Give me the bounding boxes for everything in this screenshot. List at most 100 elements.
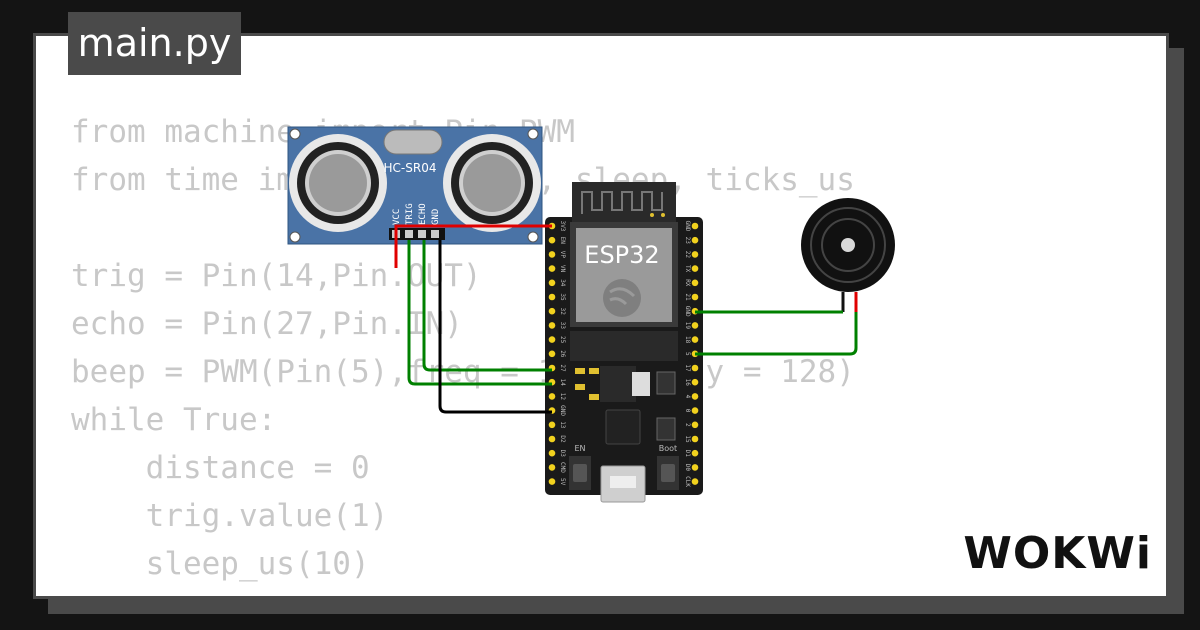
wire-buzzer-signal: [695, 312, 858, 356]
right-pin-label: 19: [684, 322, 691, 330]
left-pin-label: EN: [559, 237, 566, 245]
right-pin-label: RX: [684, 279, 691, 287]
code-line: trig.value(1): [71, 498, 389, 534]
right-pin-label: 22: [684, 251, 691, 259]
left-pin[interactable]: [548, 307, 556, 315]
left-pin-label: 33: [559, 322, 566, 330]
left-pin[interactable]: [548, 251, 556, 258]
left-pin[interactable]: [548, 435, 556, 443]
wires: [394, 224, 858, 414]
right-pin-label: 15: [684, 435, 691, 443]
left-pin-label: CMD: [559, 462, 566, 473]
right-pin-label: D1: [684, 450, 691, 458]
right-pin-label: D0: [684, 464, 691, 472]
left-pin-label: 35: [559, 293, 566, 301]
left-pin-label: VP: [559, 251, 566, 259]
right-pin[interactable]: [691, 222, 699, 230]
left-pin[interactable]: [548, 265, 556, 272]
esp32-board[interactable]: ESP32 EN Boot 3V3ENVPVN34353233252627141…: [545, 182, 703, 503]
right-pin-label: 5: [684, 352, 691, 356]
left-pin-label: 13: [559, 421, 566, 429]
right-pin[interactable]: [691, 421, 699, 429]
right-pin[interactable]: [691, 336, 699, 343]
esp32-label: ESP32: [584, 241, 659, 269]
wire-echo: [422, 240, 552, 372]
wokwi-logo: WOKWi: [963, 528, 1152, 579]
pin-label-echo: ECHO: [418, 203, 428, 225]
left-pin-label: 27: [559, 364, 566, 372]
left-pin-label: VN: [559, 265, 566, 273]
wire-gnd: [438, 240, 552, 414]
right-pin[interactable]: [691, 407, 699, 414]
right-pin-label: 0: [684, 409, 691, 413]
left-pin-label: D3: [559, 450, 566, 458]
buzzer[interactable]: [801, 198, 895, 312]
code-line: trig.value(0): [71, 588, 855, 596]
right-pin[interactable]: [691, 378, 699, 386]
right-pin[interactable]: [691, 236, 699, 244]
code-line: sleep_us(10): [71, 546, 370, 582]
right-pin[interactable]: [691, 265, 699, 272]
left-pin-label: 14: [559, 379, 566, 387]
code-line: distance = 0: [71, 450, 370, 486]
left-pin-label: 3V3: [559, 221, 566, 232]
right-pin[interactable]: [691, 435, 699, 443]
right-pin-label: 18: [684, 336, 691, 344]
left-pin[interactable]: [548, 293, 556, 301]
right-pin[interactable]: [691, 293, 699, 301]
right-pin-label: GND: [684, 221, 691, 232]
left-pin-label: 32: [559, 308, 566, 316]
boot-button-label: Boot: [659, 444, 677, 453]
code-line: while True:: [71, 402, 277, 438]
pin-label-vcc: VCC: [392, 209, 402, 225]
wire-vcc: [394, 224, 552, 234]
code-line: echo = Pin(27,Pin.IN): [71, 306, 463, 342]
right-pin[interactable]: [691, 464, 699, 471]
transducer-right: [443, 134, 541, 232]
left-pin[interactable]: [548, 421, 556, 429]
right-pin[interactable]: [691, 449, 699, 457]
left-pin-label: 26: [559, 350, 566, 358]
left-pin[interactable]: [548, 478, 556, 485]
left-pin-label: 34: [559, 279, 566, 287]
pin-label-gnd: GND: [431, 209, 441, 225]
right-pin-label: GND: [684, 306, 691, 317]
right-pin-label: 4: [684, 395, 691, 399]
left-pin[interactable]: [548, 279, 556, 287]
left-pin-label: 5V: [559, 478, 566, 486]
left-pin[interactable]: [548, 350, 556, 358]
left-pin[interactable]: [548, 449, 556, 457]
left-pin[interactable]: [548, 236, 556, 244]
left-pin[interactable]: [548, 464, 556, 471]
en-button[interactable]: EN: [569, 444, 591, 490]
right-pin-label: 2: [684, 423, 691, 427]
en-button-label: EN: [574, 444, 585, 453]
right-pin-label: 21: [684, 293, 691, 301]
right-pin[interactable]: [691, 393, 699, 400]
left-pin-label: 12: [559, 393, 566, 401]
left-pin-label: GND: [559, 405, 566, 416]
code-line: trig = Pin(14,Pin.OUT): [71, 258, 482, 294]
right-pin[interactable]: [691, 364, 699, 372]
right-pin[interactable]: [691, 251, 699, 258]
left-pin[interactable]: [548, 336, 556, 343]
pin-label-trig: TRIG: [405, 203, 415, 225]
left-pin[interactable]: [548, 322, 556, 329]
wire-trig: [407, 240, 552, 386]
sensor-label: HC-SR04: [384, 161, 437, 175]
right-pin[interactable]: [691, 279, 699, 287]
right-pin[interactable]: [691, 322, 699, 329]
left-pin[interactable]: [548, 393, 556, 400]
left-pin-label: D2: [559, 435, 566, 443]
pin-headers: 3V3ENVPVN343532332526271412GND13D2D3CMD5…: [548, 221, 699, 487]
transducer-left: [289, 134, 387, 232]
right-pin-label: 17: [684, 364, 691, 372]
right-pin-label: TX: [684, 265, 691, 273]
right-pin[interactable]: [691, 478, 699, 485]
right-pin-label: CLK: [684, 476, 691, 487]
boot-button[interactable]: Boot: [657, 444, 679, 490]
right-pin-label: 16: [684, 379, 691, 387]
right-pin-label: 23: [684, 237, 691, 245]
file-tab[interactable]: main.py: [68, 12, 241, 75]
